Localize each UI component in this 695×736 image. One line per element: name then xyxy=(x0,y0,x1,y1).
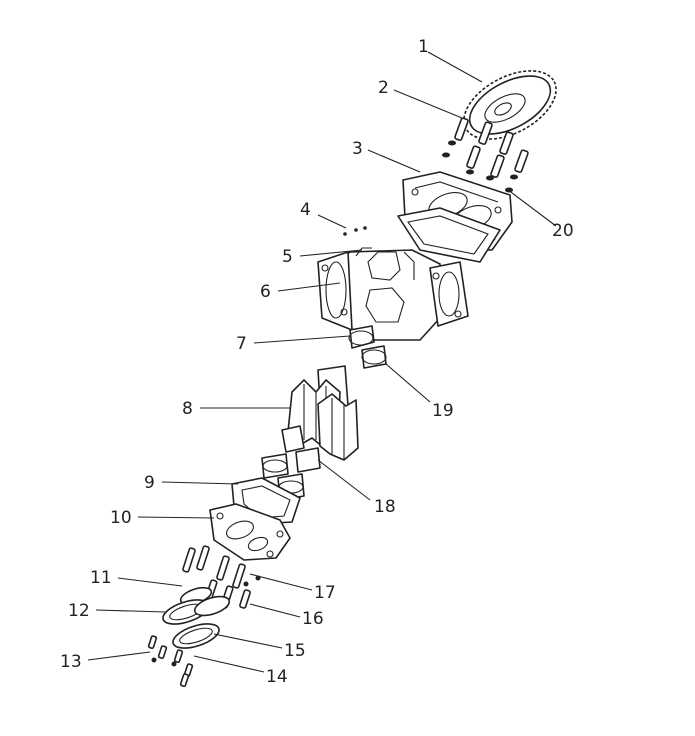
callout-7: 7 xyxy=(236,334,247,354)
part-15-retainer-plate xyxy=(172,623,220,649)
part-7-bearing xyxy=(348,325,375,349)
leader-lines xyxy=(87,51,557,673)
callout-11: 11 xyxy=(90,568,112,588)
callout-5: 5 xyxy=(282,247,293,267)
part-20-washers xyxy=(442,140,518,193)
part-5-gasket xyxy=(397,207,501,263)
callout-6: 6 xyxy=(260,282,271,302)
part-16-bolts xyxy=(239,575,261,609)
callout-labels: 1 2 3 4 5 6 7 8 9 10 11 12 13 14 15 16 1… xyxy=(60,37,574,687)
part-2-studs xyxy=(454,117,529,178)
callout-4: 4 xyxy=(300,200,311,220)
callout-19: 19 xyxy=(432,401,454,421)
callout-10: 10 xyxy=(110,508,132,528)
callout-12: 12 xyxy=(68,601,90,621)
callout-1: 1 xyxy=(418,37,429,57)
callout-9: 9 xyxy=(144,473,155,493)
part-8-gear-shafts xyxy=(281,365,359,461)
callout-15: 15 xyxy=(284,641,306,661)
callout-18: 18 xyxy=(374,497,396,517)
part-14-screws xyxy=(171,649,194,688)
callout-8: 8 xyxy=(182,399,193,419)
part-6-pump-body xyxy=(317,247,469,341)
part-13-screws xyxy=(147,635,168,663)
callout-14: 14 xyxy=(266,667,288,687)
callout-16: 16 xyxy=(302,609,324,629)
part-19-bearing xyxy=(361,345,387,369)
callout-3: 3 xyxy=(352,139,363,159)
callout-13: 13 xyxy=(60,652,82,672)
part-4-dowel-pins xyxy=(343,226,367,236)
part-12-retainer-plate xyxy=(162,595,231,625)
part-17-bolts xyxy=(182,545,246,609)
part-10-rear-cover xyxy=(209,503,291,561)
callout-2: 2 xyxy=(378,78,389,98)
callout-17: 17 xyxy=(314,583,336,603)
callout-20: 20 xyxy=(552,221,574,241)
